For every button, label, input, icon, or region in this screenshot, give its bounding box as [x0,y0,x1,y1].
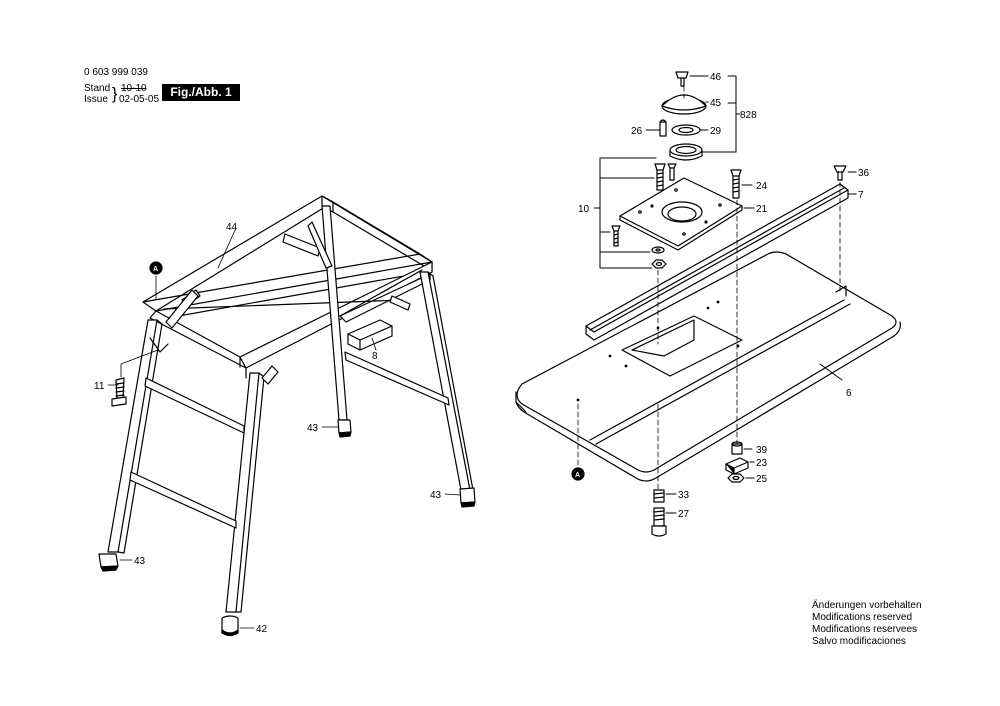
callout-44: 44 [226,222,238,233]
callout-24: 24 [756,181,768,192]
callout-42: 42 [256,624,268,635]
callout-828: 828 [740,110,757,121]
callout-29: 29 [710,126,722,137]
callout-46: 46 [710,72,722,83]
callout-11: 11 [94,381,105,392]
stand-label: Stand [84,83,111,94]
callout-43-front: 43 [134,556,146,567]
callout-45: 45 [710,98,722,109]
callout-43-right: 43 [430,490,442,501]
stand-value: 10-10 [121,83,147,94]
callout-a-right: A [575,472,580,479]
part-number: 0 603 999 039 [84,67,148,78]
workbench-stand [98,195,476,637]
assembly-dashed-lines [577,85,841,491]
callout-21: 21 [756,204,768,215]
callout-39: 39 [756,445,768,456]
callout-27: 27 [678,509,690,520]
callout-33: 33 [678,490,690,501]
callout-23: 23 [756,458,768,469]
callout-43-back: 43 [307,423,319,434]
note-spanish: Salvo modificaciones [812,636,906,647]
callout-25: 25 [756,474,768,485]
callout-8: 8 [372,351,378,362]
reference-marker-a-left [149,261,163,275]
callout-7: 7 [858,190,864,201]
leader-lines-right [593,75,857,514]
callout-6: 6 [846,388,852,399]
leader-lines-left [107,227,461,629]
reference-marker-a-right [571,467,585,481]
issue-label: Issue [84,94,108,105]
note-german: Änderungen vorbehalten [812,600,922,611]
issue-value: 02-05-05 [119,94,160,105]
note-french: Modifications reservees [812,624,918,635]
callout-36: 36 [858,168,870,179]
callout-26: 26 [631,126,643,137]
callout-10: 10 [578,204,590,215]
modification-notes: Änderungen vorbehalten Modifications res… [812,600,922,648]
router-table [515,71,901,537]
callout-a-left: A [153,266,158,273]
brace-icon: } [112,85,118,104]
note-english: Modifications reserved [812,612,913,623]
callout-labels: 44 A 11 8 43 43 43 42 46 45 828 26 29 24… [94,72,870,635]
figure-badge: Fig./Abb. 1 [162,84,240,101]
